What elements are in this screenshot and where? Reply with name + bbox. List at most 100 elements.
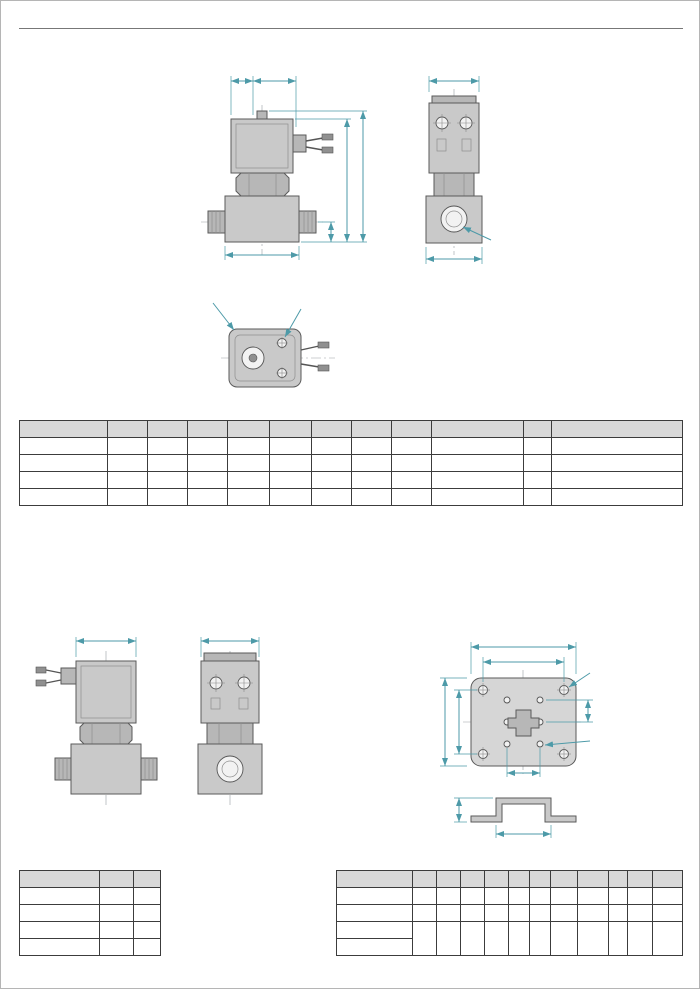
drawing-fullwave (201, 76, 492, 388)
cell (412, 921, 437, 956)
cell (227, 454, 270, 472)
cell (484, 870, 509, 888)
cell (133, 938, 161, 956)
cell (460, 887, 485, 905)
cell (269, 488, 312, 506)
cell (311, 488, 352, 506)
cell (550, 921, 578, 956)
cell (551, 454, 683, 472)
cell (391, 488, 432, 506)
cell (577, 921, 609, 956)
cell (147, 471, 188, 489)
cell (336, 921, 413, 939)
table-row (19, 887, 161, 905)
cell (351, 454, 392, 472)
cell (19, 921, 100, 939)
cell (147, 437, 188, 455)
cell (147, 454, 188, 472)
cell (484, 887, 509, 905)
cell (19, 887, 100, 905)
cell (336, 870, 413, 888)
cell (269, 420, 312, 438)
cell (412, 887, 437, 905)
table-row (19, 938, 161, 956)
table-row (19, 488, 683, 506)
cell (99, 921, 134, 939)
cell (627, 921, 653, 956)
cell (523, 454, 552, 472)
cell (508, 887, 530, 905)
cell (227, 437, 270, 455)
cell (187, 454, 228, 472)
cell (19, 488, 108, 506)
table-row (336, 921, 683, 956)
cell (351, 437, 392, 455)
cell (551, 420, 683, 438)
front-view (201, 105, 334, 255)
dimension-table-mountplate (336, 870, 683, 956)
table-row (336, 904, 683, 922)
cell (227, 488, 270, 506)
cell (351, 488, 392, 506)
cell (431, 471, 524, 489)
cell (19, 938, 100, 956)
cell (550, 887, 578, 905)
cell (107, 488, 148, 506)
cell (508, 904, 530, 922)
cell (431, 437, 524, 455)
cell (391, 420, 432, 438)
side-view (425, 76, 492, 264)
cell (460, 904, 485, 922)
table-row (19, 454, 683, 472)
cell (436, 870, 461, 888)
cell (187, 488, 228, 506)
front-view-dimensions (224, 76, 367, 260)
table-row (19, 437, 683, 455)
cell (652, 870, 683, 888)
option-side-view (197, 637, 263, 806)
title-rule (19, 28, 683, 29)
cell (19, 904, 100, 922)
option-front-view (35, 637, 158, 806)
cell (336, 938, 413, 956)
cell (133, 921, 161, 939)
cell (311, 454, 352, 472)
cell (460, 870, 485, 888)
cell (99, 904, 134, 922)
bracket-side-view (454, 797, 577, 838)
cell (391, 471, 432, 489)
cell (577, 870, 609, 888)
dimension-table-directwire (19, 870, 161, 956)
drawing-mountplate (440, 642, 593, 838)
cell (19, 420, 108, 438)
drawing-directwire (35, 637, 263, 806)
cell (19, 870, 100, 888)
cell (412, 870, 437, 888)
cell (431, 488, 524, 506)
table-row (336, 938, 683, 956)
cell (269, 454, 312, 472)
cell (107, 420, 148, 438)
cell (508, 921, 530, 956)
cell (391, 454, 432, 472)
cell (187, 437, 228, 455)
cell (133, 904, 161, 922)
table-row (336, 887, 683, 905)
cell (19, 471, 108, 489)
cell (147, 488, 188, 506)
cell (351, 420, 392, 438)
cell (652, 921, 683, 956)
cell (107, 437, 148, 455)
cell (484, 921, 509, 956)
cell (431, 420, 524, 438)
cell (436, 887, 461, 905)
cell (577, 904, 609, 922)
cell (529, 870, 551, 888)
cell (269, 471, 312, 489)
cell (627, 887, 653, 905)
cell (436, 904, 461, 922)
cell (551, 488, 683, 506)
cell (608, 921, 628, 956)
cell (652, 887, 683, 905)
